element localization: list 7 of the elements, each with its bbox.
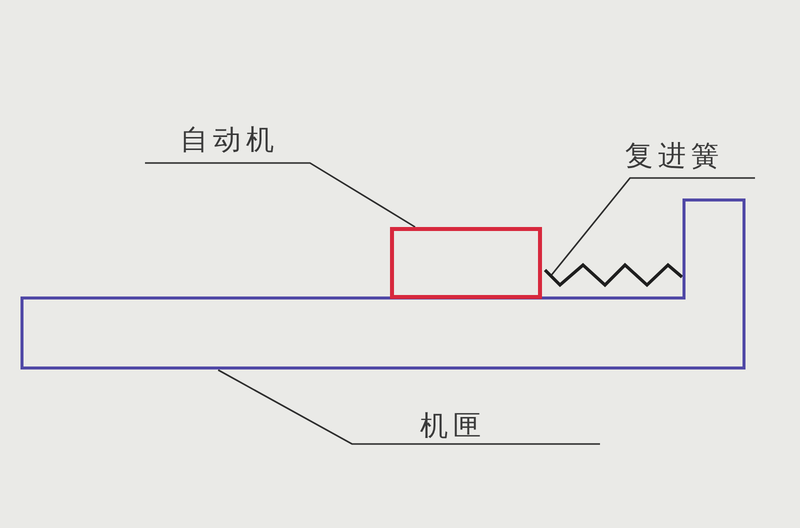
- part-box: [390, 227, 542, 299]
- part-label: 自动机: [180, 124, 279, 156]
- leader-line: [218, 369, 601, 445]
- part-label: 复进簧: [625, 140, 724, 172]
- leader-line: [144, 162, 416, 228]
- leader-line: [550, 177, 756, 276]
- part-label: 机匣: [420, 410, 486, 442]
